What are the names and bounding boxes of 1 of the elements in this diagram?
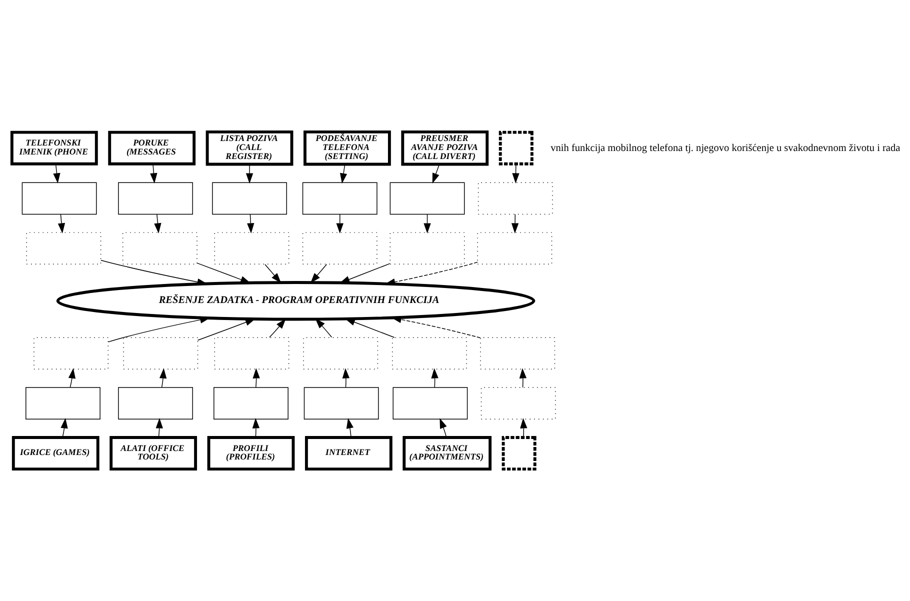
label: vnih funkcija mobilnog telefona tj. njegovo korišćenje u svakodnevnom životu i rada: [550, 142, 900, 154]
